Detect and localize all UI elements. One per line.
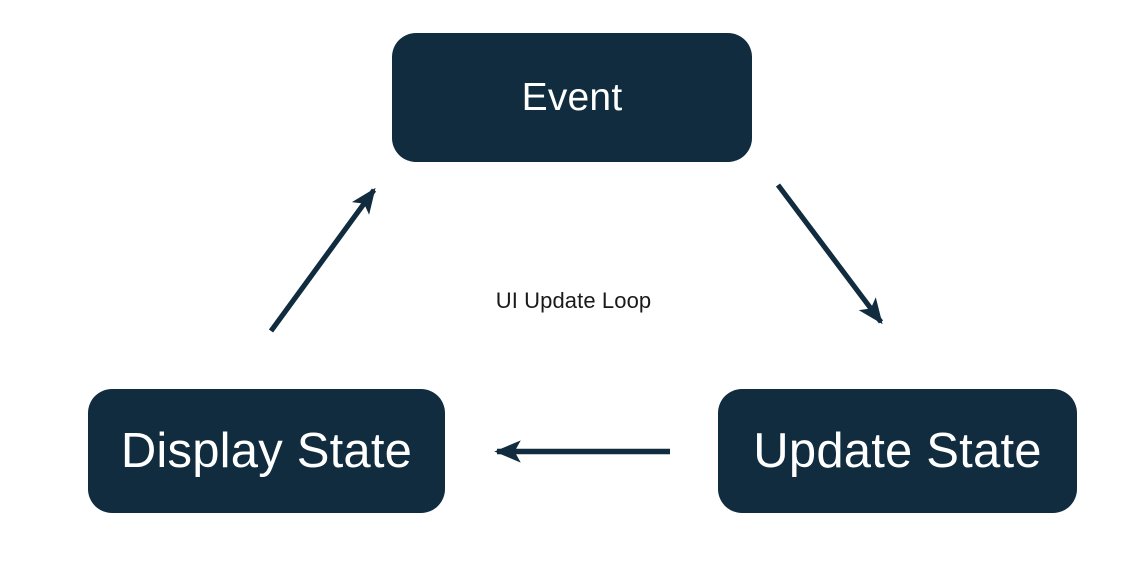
node-update-state[interactable]: Update State <box>718 389 1077 513</box>
arrow-event-to-update-state <box>775 183 884 325</box>
node-display-state-label: Display State <box>120 423 413 478</box>
node-update-state-label: Update State <box>753 423 1042 478</box>
node-event[interactable]: Event <box>392 33 752 162</box>
arrow-display-state-to-event <box>268 187 377 333</box>
diagram-center-caption: UI Update Loop <box>495 288 652 313</box>
node-display-state[interactable]: Display State <box>88 389 445 513</box>
node-event-label: Event <box>521 76 623 119</box>
